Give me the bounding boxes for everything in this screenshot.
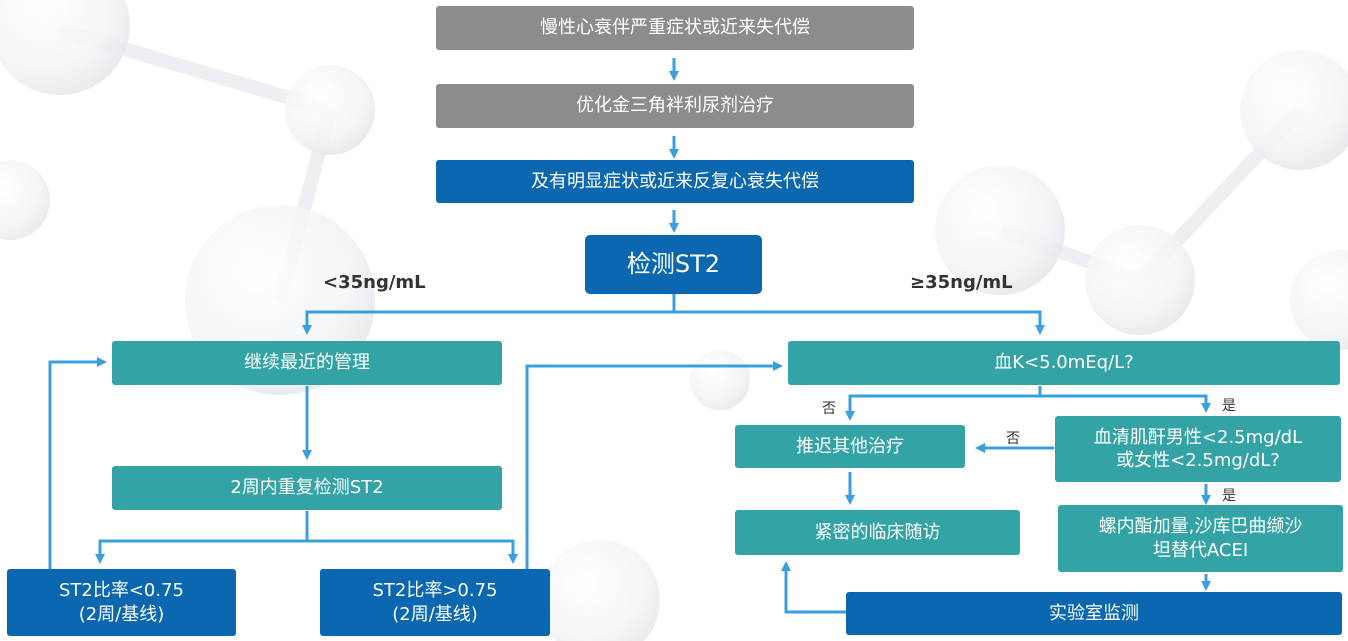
branch-label-low: <35ng/mL [323,272,426,293]
step-detect-st2: 检测ST2 [585,235,762,294]
step-chronic-text: 慢性心衰伴严重症状或近来失代偿 [540,17,810,39]
box-ratio-low: ST2比率<0.75 (2周/基线) [7,569,236,636]
step-detect-text: 检测ST2 [626,249,721,278]
box-potassium: 血K<5.0mEq/L? [788,341,1340,385]
label-yes-2: 是 [1222,488,1236,504]
ratio-low-line1: ST2比率<0.75 [58,580,185,602]
step-optimize-text: 优化金三角袢利尿剂治疗 [576,95,774,117]
step-chronic: 慢性心衰伴严重症状或近来失代偿 [436,6,914,50]
step-symptoms-text: 及有明显症状或近来反复心衰失代偿 [531,170,819,192]
box-follow: 紧密的临床随访 [735,510,1020,555]
box-lab: 实验室监测 [846,592,1342,635]
drug-line1: 螺内酯加量,沙库巴曲缬沙 [1098,516,1303,538]
branch-label-high: ≥35ng/mL [910,272,1013,293]
box-creatinine: 血清肌酐男性<2.5mg/dL 或女性<2.5mg/dL? [1055,416,1341,482]
box-ratio-high: ST2比率>0.75 (2周/基线) [320,569,550,636]
box-follow-text: 紧密的临床随访 [814,521,941,543]
box-drug: 螺内酯加量,沙库巴曲缬沙 坦替代ACEI [1058,505,1343,572]
ratio-high-line1: ST2比率>0.75 [372,580,498,602]
creat-line1: 血清肌酐男性<2.5mg/dL [1093,426,1303,448]
label-yes-1: 是 [1222,398,1236,414]
box-delay-text: 推迟其他治疗 [796,435,904,457]
drug-line2: 坦替代ACEI [1152,539,1249,561]
box-lab-text: 实验室监测 [1049,602,1139,624]
ratio-low-line2: (2周/基线) [78,603,165,625]
box-continue-text: 继续最近的管理 [244,352,370,374]
box-potassium-text: 血K<5.0mEq/L? [994,352,1134,374]
label-no-2: 否 [1006,431,1020,447]
box-continue: 继续最近的管理 [112,341,502,385]
creat-line2: 或女性<2.5mg/dL? [1116,450,1280,471]
step-symptoms: 及有明显症状或近来反复心衰失代偿 [436,160,914,203]
step-optimize: 优化金三角袢利尿剂治疗 [436,84,914,128]
box-retest: 2周内重复检测ST2 [112,466,502,510]
box-retest-text: 2周内重复检测ST2 [230,477,384,499]
label-no-1: 否 [822,401,836,417]
ratio-high-line2: (2周/基线) [392,603,478,625]
box-delay: 推迟其他治疗 [735,425,965,468]
